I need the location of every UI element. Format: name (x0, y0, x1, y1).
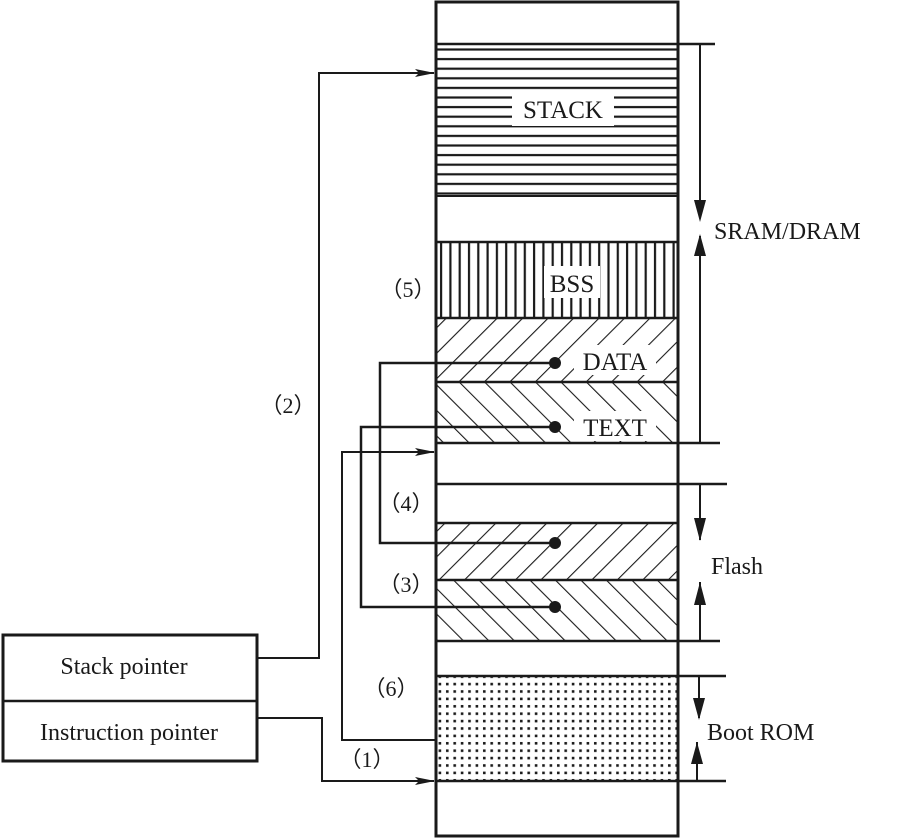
text-label: TEXT (583, 415, 647, 442)
boot-jump-connector (341, 448, 436, 741)
arrow-down-icon (694, 518, 706, 541)
boot-rom-region-label: Boot ROM (707, 720, 814, 746)
data-segment-flash (437, 523, 678, 580)
step-1-label: （1） (339, 747, 394, 772)
boot-rom-segment (437, 677, 678, 781)
step-6-label: （6） (363, 676, 418, 701)
stack-pointer-label: Stack pointer (60, 654, 187, 680)
flash-region-label: Flash (711, 554, 763, 580)
memory-block (434, 0, 727, 838)
bss-label: BSS (550, 271, 594, 298)
step-3-label: （3） (378, 572, 433, 597)
arrow-up-icon (694, 234, 706, 256)
register-box (1, 633, 259, 763)
dot-icon (549, 421, 561, 433)
arrow-down-icon (693, 698, 705, 720)
dot-icon (549, 601, 561, 613)
boot-rom-range-indicator (691, 676, 705, 781)
arrow-down-icon (694, 200, 706, 222)
data-copy-connector (378, 357, 561, 549)
step-4-label: （4） (378, 491, 433, 516)
dot-icon (549, 357, 561, 369)
instruction-pointer-connector (257, 717, 435, 785)
dot-icon (549, 537, 561, 549)
step-2-label: （2） (260, 393, 315, 418)
data-label: DATA (583, 349, 648, 376)
ram-region-label: SRAM/DRAM (714, 219, 861, 245)
text-copy-connector (359, 421, 561, 613)
arrow-up-icon (694, 582, 706, 605)
flash-range-indicator (694, 484, 706, 641)
instruction-pointer-label: Instruction pointer (40, 720, 218, 746)
ram-range-indicator (694, 44, 706, 443)
stack-label: STACK (523, 97, 603, 124)
step-5-label: （5） (380, 277, 435, 302)
arrow-up-icon (691, 742, 703, 764)
stack-pointer-connector (257, 69, 435, 659)
